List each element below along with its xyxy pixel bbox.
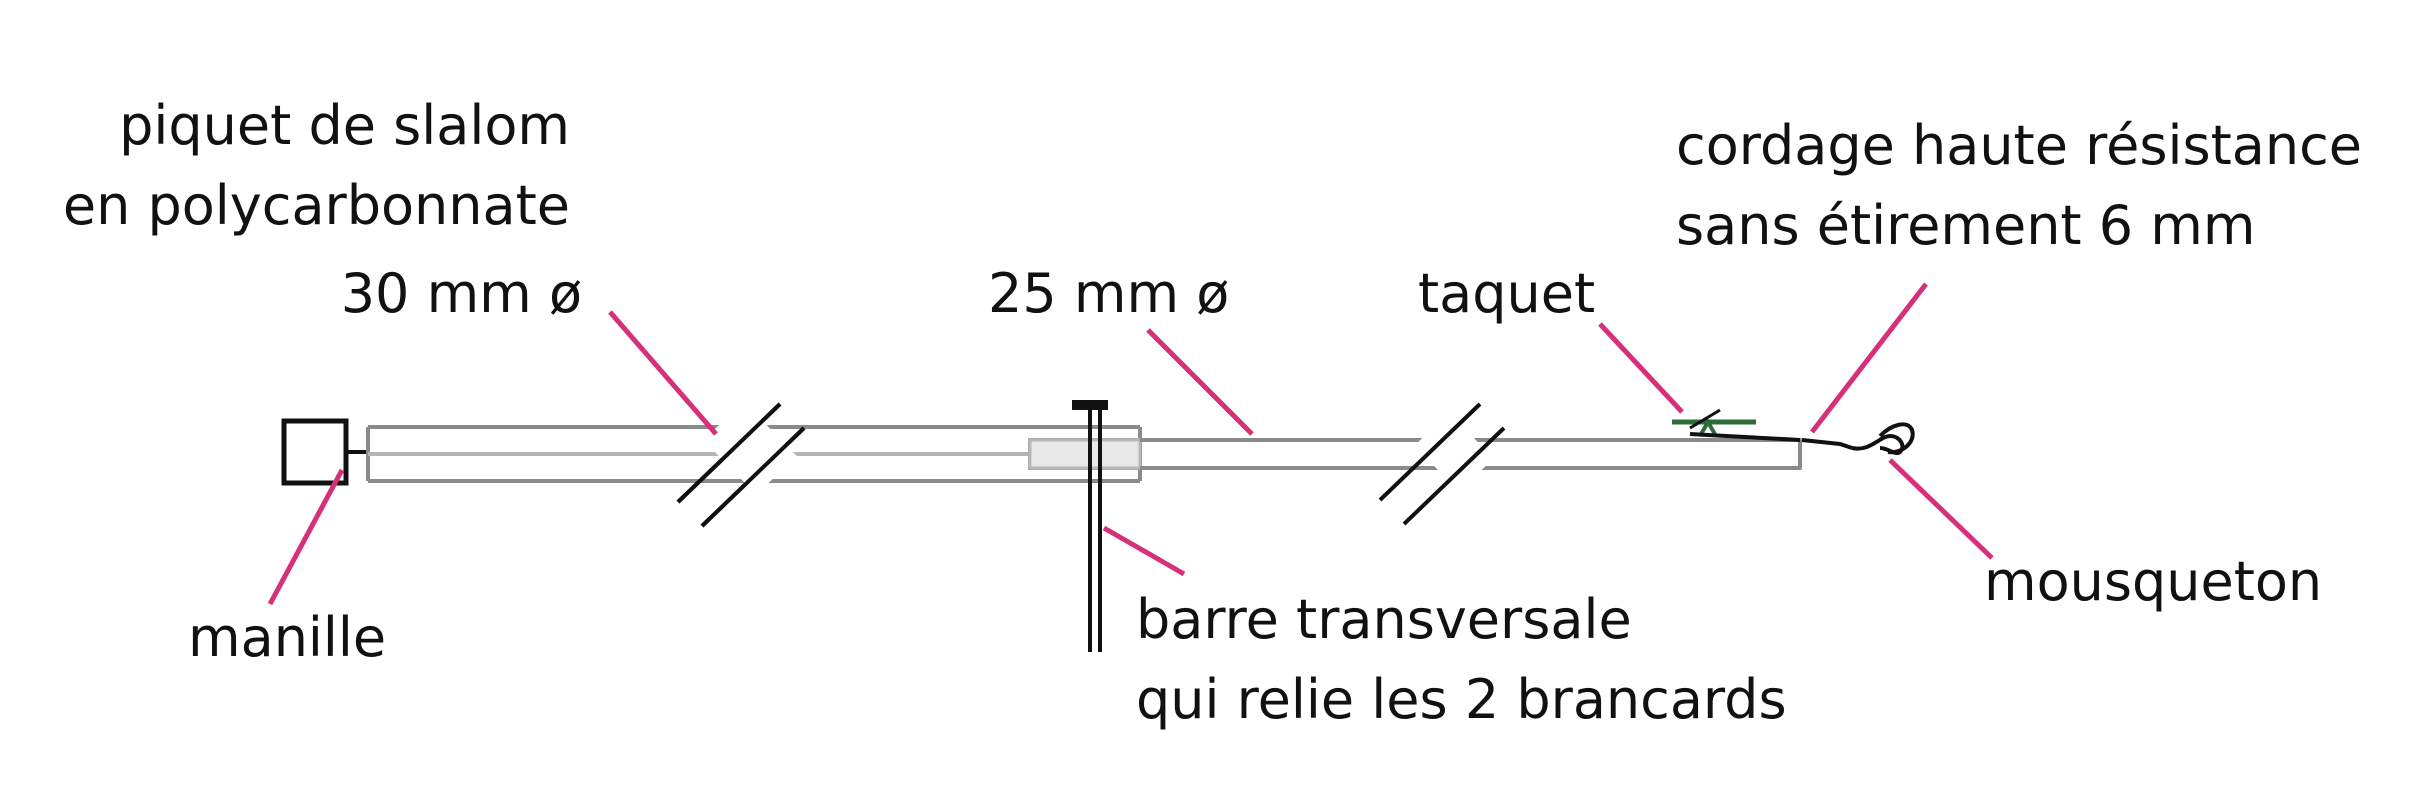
leader-cordage <box>1810 282 1928 434</box>
label-cordage-line1: cordage haute résistance <box>1676 114 2363 177</box>
leader-manille <box>267 468 345 606</box>
label-piquet-line2: en polycarbonnate <box>62 174 570 237</box>
label-manille: manille <box>188 606 387 669</box>
label-cordage: cordage haute résistance sans étirement … <box>1676 106 2362 266</box>
leader-barre <box>1102 525 1186 577</box>
label-piquet: piquet de slalom en polycarbonnate <box>40 86 570 246</box>
crossbar <box>1072 400 1108 652</box>
leader-30mm <box>608 310 718 436</box>
label-barre: barre transversale qui relie les 2 branc… <box>1136 580 1787 740</box>
manille-shape <box>281 418 349 486</box>
leader-lines <box>267 282 1994 606</box>
leader-mousqueton <box>1888 458 1994 560</box>
label-barre-line1: barre transversale <box>1136 588 1632 651</box>
label-barre-line2: qui relie les 2 brancards <box>1136 668 1787 731</box>
label-taquet: taquet <box>1418 262 1596 325</box>
label-mousqueton: mousqueton <box>1984 550 2323 613</box>
leader-taquet <box>1598 322 1684 414</box>
label-piquet-line1: piquet de slalom <box>119 94 570 157</box>
leader-25mm <box>1146 328 1254 436</box>
break-symbol-1 <box>676 401 806 528</box>
label-diam-30: 30 mm ø <box>340 262 582 325</box>
taquet-shape <box>1672 408 1756 437</box>
label-diam-25: 25 mm ø <box>988 262 1230 325</box>
label-cordage-line2: sans étirement 6 mm <box>1676 194 2256 257</box>
rope-carabiner <box>1689 422 1915 456</box>
break-symbol-2 <box>1378 402 1506 526</box>
